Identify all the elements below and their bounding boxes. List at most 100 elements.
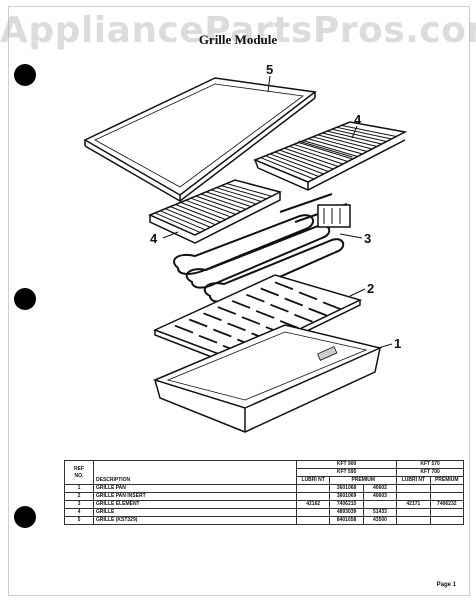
- grille-bar: [336, 126, 392, 140]
- grille-bar: [160, 210, 206, 231]
- page-number: Page 1: [436, 582, 456, 588]
- grille-bar: [190, 197, 236, 215]
- part-number-cell: [396, 508, 431, 517]
- insert-slot: [231, 300, 251, 309]
- insert-slot: [284, 297, 304, 307]
- grille-bar: [298, 142, 353, 160]
- part-number-cell: [362, 500, 398, 509]
- grille-bar: [200, 193, 247, 210]
- callout-leaders: [162, 75, 393, 349]
- grille-bar: [226, 183, 272, 197]
- table-header-sub: LUBRI NT: [396, 476, 431, 485]
- grille-bar: [221, 185, 267, 200]
- insert-slot: [274, 281, 294, 291]
- grille-bar: [270, 153, 324, 175]
- part-number-cell: [429, 492, 465, 501]
- callout-1: 1: [394, 336, 401, 351]
- insert-slot: [294, 313, 313, 323]
- ref-number-cell: 2: [64, 492, 94, 501]
- part-number-cell: [429, 484, 465, 493]
- part-number-cell: [295, 484, 331, 493]
- part-number-cell: [295, 492, 331, 501]
- insert-slot: [203, 312, 222, 322]
- description-cell: GRILLE: [93, 508, 297, 517]
- binder-hole-middle: [14, 288, 36, 310]
- part-number-cell: [396, 484, 431, 493]
- grille-bar: [180, 201, 226, 220]
- watermark: AppliancePartsPros.com: [0, 10, 476, 51]
- part-5-grille-panel: [83, 77, 317, 202]
- part-number-cell: 43500: [362, 516, 398, 525]
- grille-bar: [154, 212, 201, 233]
- insert-slot: [212, 328, 232, 338]
- table-header-sub: PREMIUM: [329, 476, 398, 485]
- part-number-cell: [396, 516, 431, 525]
- grille-bar: [341, 124, 397, 137]
- grille-bar: [165, 208, 211, 228]
- grille-bar: [260, 157, 315, 180]
- description-cell: GRILLE ELEMENT: [93, 500, 297, 509]
- part-number-cell: [396, 492, 431, 501]
- binder-hole-top: [14, 64, 36, 86]
- page-frame: [8, 6, 470, 596]
- part-number-cell: 4893039: [329, 508, 364, 517]
- insert-slot: [298, 291, 318, 301]
- table-header-group-a-line2: KFT 595: [295, 468, 398, 477]
- callout-3: 3: [364, 231, 371, 246]
- description-cell: GRILLE PAN: [93, 484, 297, 493]
- grille-bar: [327, 130, 382, 145]
- callout-4-right: 4: [354, 112, 362, 127]
- page-title: Grille Module: [198, 32, 278, 47]
- grille-bar: [303, 140, 358, 157]
- binder-hole-bottom: [14, 506, 36, 528]
- table-header-sub: LUBRI NT: [295, 476, 331, 485]
- insert-slot: [198, 334, 218, 344]
- part-number-cell: [429, 516, 465, 525]
- grille-bar: [216, 187, 262, 202]
- grille-bar: [205, 191, 252, 208]
- part-number-cell: 40603: [362, 492, 398, 501]
- table-header-group-a-line1: KFT 900: [295, 460, 398, 469]
- callout-5: 5: [266, 62, 273, 77]
- part-number-cell: 3601069: [329, 492, 364, 501]
- table-header-group-b-line1: KFT 570: [396, 460, 464, 469]
- exploded-parts-diagram: 5 4 4 3 2 1: [83, 62, 408, 433]
- grille-bar: [185, 199, 231, 218]
- insert-slot: [217, 306, 237, 315]
- table-header-ref: REF NO.: [64, 460, 94, 485]
- grille-bar: [308, 138, 363, 155]
- part-4-grille-right: [253, 121, 408, 191]
- part-number-cell: 3601068: [329, 484, 364, 493]
- insert-slot: [174, 324, 194, 334]
- insert-slot: [227, 322, 246, 332]
- part-number-cell: 7406232: [429, 500, 465, 509]
- grille-bar: [170, 206, 216, 226]
- part-number-cell: 8401658: [329, 516, 364, 525]
- grille-bar: [211, 189, 257, 205]
- insert-slot: [308, 307, 328, 317]
- insert-slot: [255, 310, 275, 319]
- callout-4-left: 4: [150, 231, 158, 246]
- description-cell: GRILLE PAN INSERT: [93, 492, 297, 501]
- part-number-cell: 42171: [396, 500, 431, 509]
- ref-number-cell: 3: [64, 500, 94, 509]
- parts-table: REF NO. DESCRIPTION KFT 900 KFT 570 KFT …: [64, 460, 465, 525]
- table-header-description: DESCRIPTION: [93, 460, 297, 485]
- part-number-cell: 7406215: [329, 500, 364, 509]
- insert-slot: [270, 303, 289, 313]
- grille-bar: [317, 134, 373, 150]
- table-header-sub: PREMIUM: [429, 476, 465, 485]
- grille-bar: [279, 149, 334, 170]
- callout-2: 2: [367, 281, 374, 296]
- part-number-cell: [429, 508, 465, 517]
- part-number-cell: [295, 508, 331, 517]
- insert-slot: [241, 316, 261, 325]
- grille-divider: [298, 140, 353, 158]
- part-4-grille-left: [148, 179, 283, 244]
- part-number-cell: 51433: [362, 508, 398, 517]
- description-cell: GRILLE (KST329): [93, 516, 297, 525]
